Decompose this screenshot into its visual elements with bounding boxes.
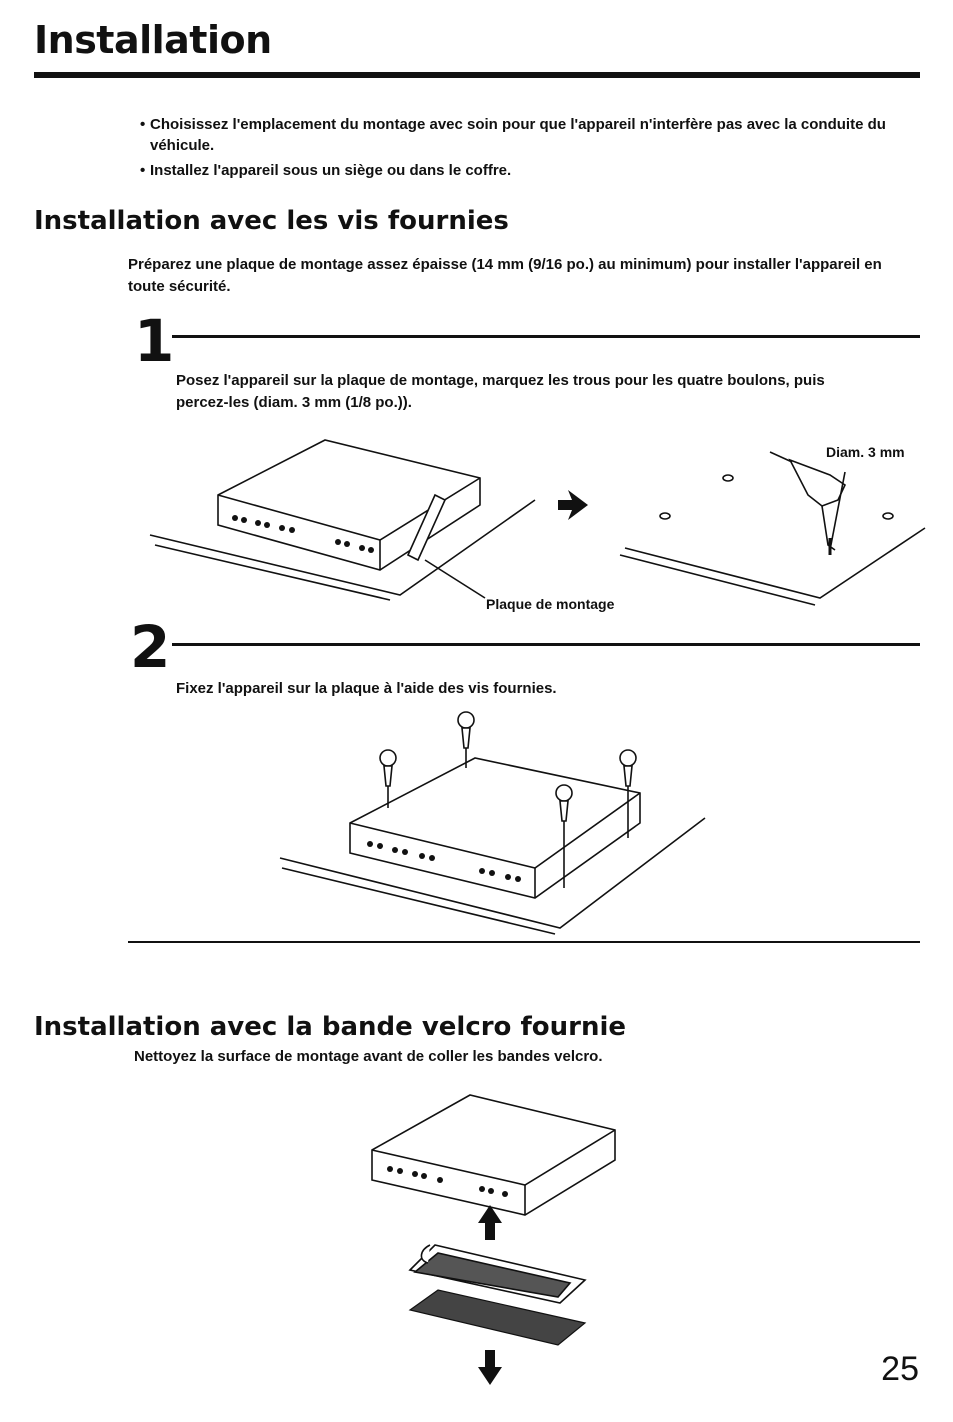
plate-outline (279, 817, 706, 929)
step1-illustration (149, 439, 926, 606)
drilled-plate-outline (624, 527, 926, 599)
arrow-down-icon (478, 1350, 502, 1385)
arrow-up-icon (478, 1205, 502, 1240)
device-box (371, 1094, 616, 1216)
title-rule (34, 72, 920, 78)
device-box (217, 439, 481, 571)
step2-illustration (279, 711, 706, 935)
pencil (406, 493, 447, 562)
intro-bullet: Choisissez l'emplacement du montage avec… (140, 114, 930, 156)
mounting-plate-outline (149, 499, 536, 596)
callout-plate: Plaque de montage (486, 596, 615, 612)
intro-list: Choisissez l'emplacement du montage avec… (140, 114, 930, 185)
step-number-2: 2 (130, 613, 171, 681)
step-rule-1 (172, 335, 920, 338)
section-heading-velcro: Installation avec la bande velcro fourni… (34, 1012, 627, 1042)
device-box (349, 757, 641, 899)
drill-icon (788, 458, 847, 507)
callout-diameter: Diam. 3 mm (826, 444, 905, 460)
section-divider (128, 941, 920, 943)
step-text-1: Posez l'appareil sur la plaque de montag… (176, 372, 825, 411)
step-number-1: 1 (134, 307, 175, 375)
velcro-illustration (371, 1094, 616, 1385)
section-heading-screws: Installation avec les vis fournies (34, 206, 509, 236)
page-number: 25 (881, 1350, 919, 1388)
screw-icon (379, 711, 637, 888)
step-text-2: Fixez l'appareil sur la plaque à l'aide … (176, 680, 557, 697)
velcro-intro: Nettoyez la surface de montage avant de … (134, 1048, 603, 1065)
step-rule-2 (172, 643, 920, 646)
screws-intro: Préparez une plaque de montage assez épa… (128, 256, 882, 295)
page-title: Installation (34, 18, 272, 62)
intro-bullet: Installez l'appareil sous un siège ou da… (140, 160, 930, 181)
velcro-strip-bottom (408, 1289, 587, 1346)
